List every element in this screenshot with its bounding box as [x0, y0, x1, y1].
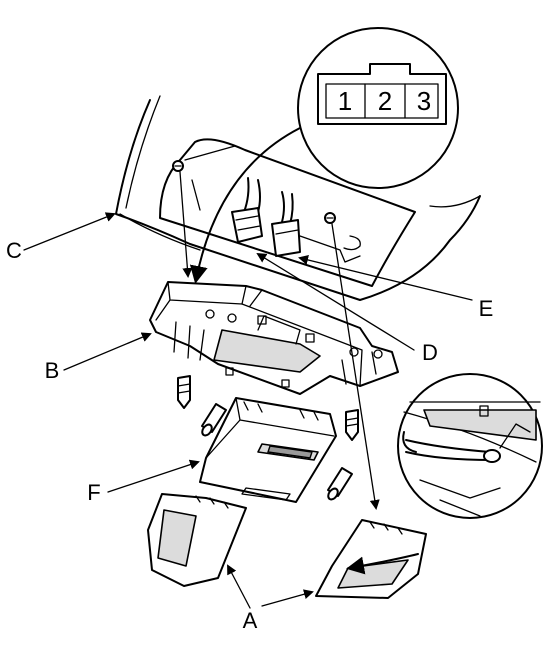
- connector-pin-3: 3: [417, 86, 431, 116]
- connector-location-arrow: [189, 127, 301, 284]
- leader-c: [23, 212, 116, 251]
- harness-connector-d: [231, 207, 263, 243]
- connector-pin-1: 1: [338, 86, 352, 116]
- screw-lower-left: [177, 375, 191, 409]
- harness-connector-e: [271, 219, 301, 257]
- label-b: B: [45, 358, 60, 383]
- screw-guide-left: [179, 171, 193, 278]
- bulb-left: [201, 403, 227, 437]
- roof-headliner: [115, 95, 481, 301]
- screw-top-left: [172, 160, 184, 172]
- label-c: C: [6, 238, 22, 263]
- callouts: C B F D E A: [6, 212, 494, 633]
- connector-detail: 1 2 3: [297, 27, 459, 189]
- label-a: A: [243, 608, 258, 633]
- label-f: F: [87, 480, 100, 505]
- screw-lower-right: [345, 409, 359, 441]
- leader-e: [298, 255, 473, 301]
- inset-pointer-arrow: [346, 553, 419, 575]
- lamp-housing: [199, 397, 337, 503]
- lens-cover-left: [147, 493, 247, 587]
- clip-detail-inset: [397, 373, 543, 519]
- wiring-harness: [231, 177, 301, 257]
- leader-f: [107, 459, 200, 493]
- label-e: E: [479, 296, 494, 321]
- leader-d: [256, 252, 415, 351]
- bulb-right: [327, 467, 353, 501]
- leader-a-left: [227, 564, 251, 609]
- screw-guide-right: [331, 223, 380, 510]
- screw-top-right: [324, 212, 336, 224]
- label-d: D: [422, 340, 438, 365]
- lens-cover-right: [315, 519, 427, 599]
- connector-pin-2: 2: [378, 86, 392, 116]
- leader-b: [63, 332, 152, 371]
- leader-a-right: [261, 589, 314, 607]
- console-bracket: [149, 281, 399, 395]
